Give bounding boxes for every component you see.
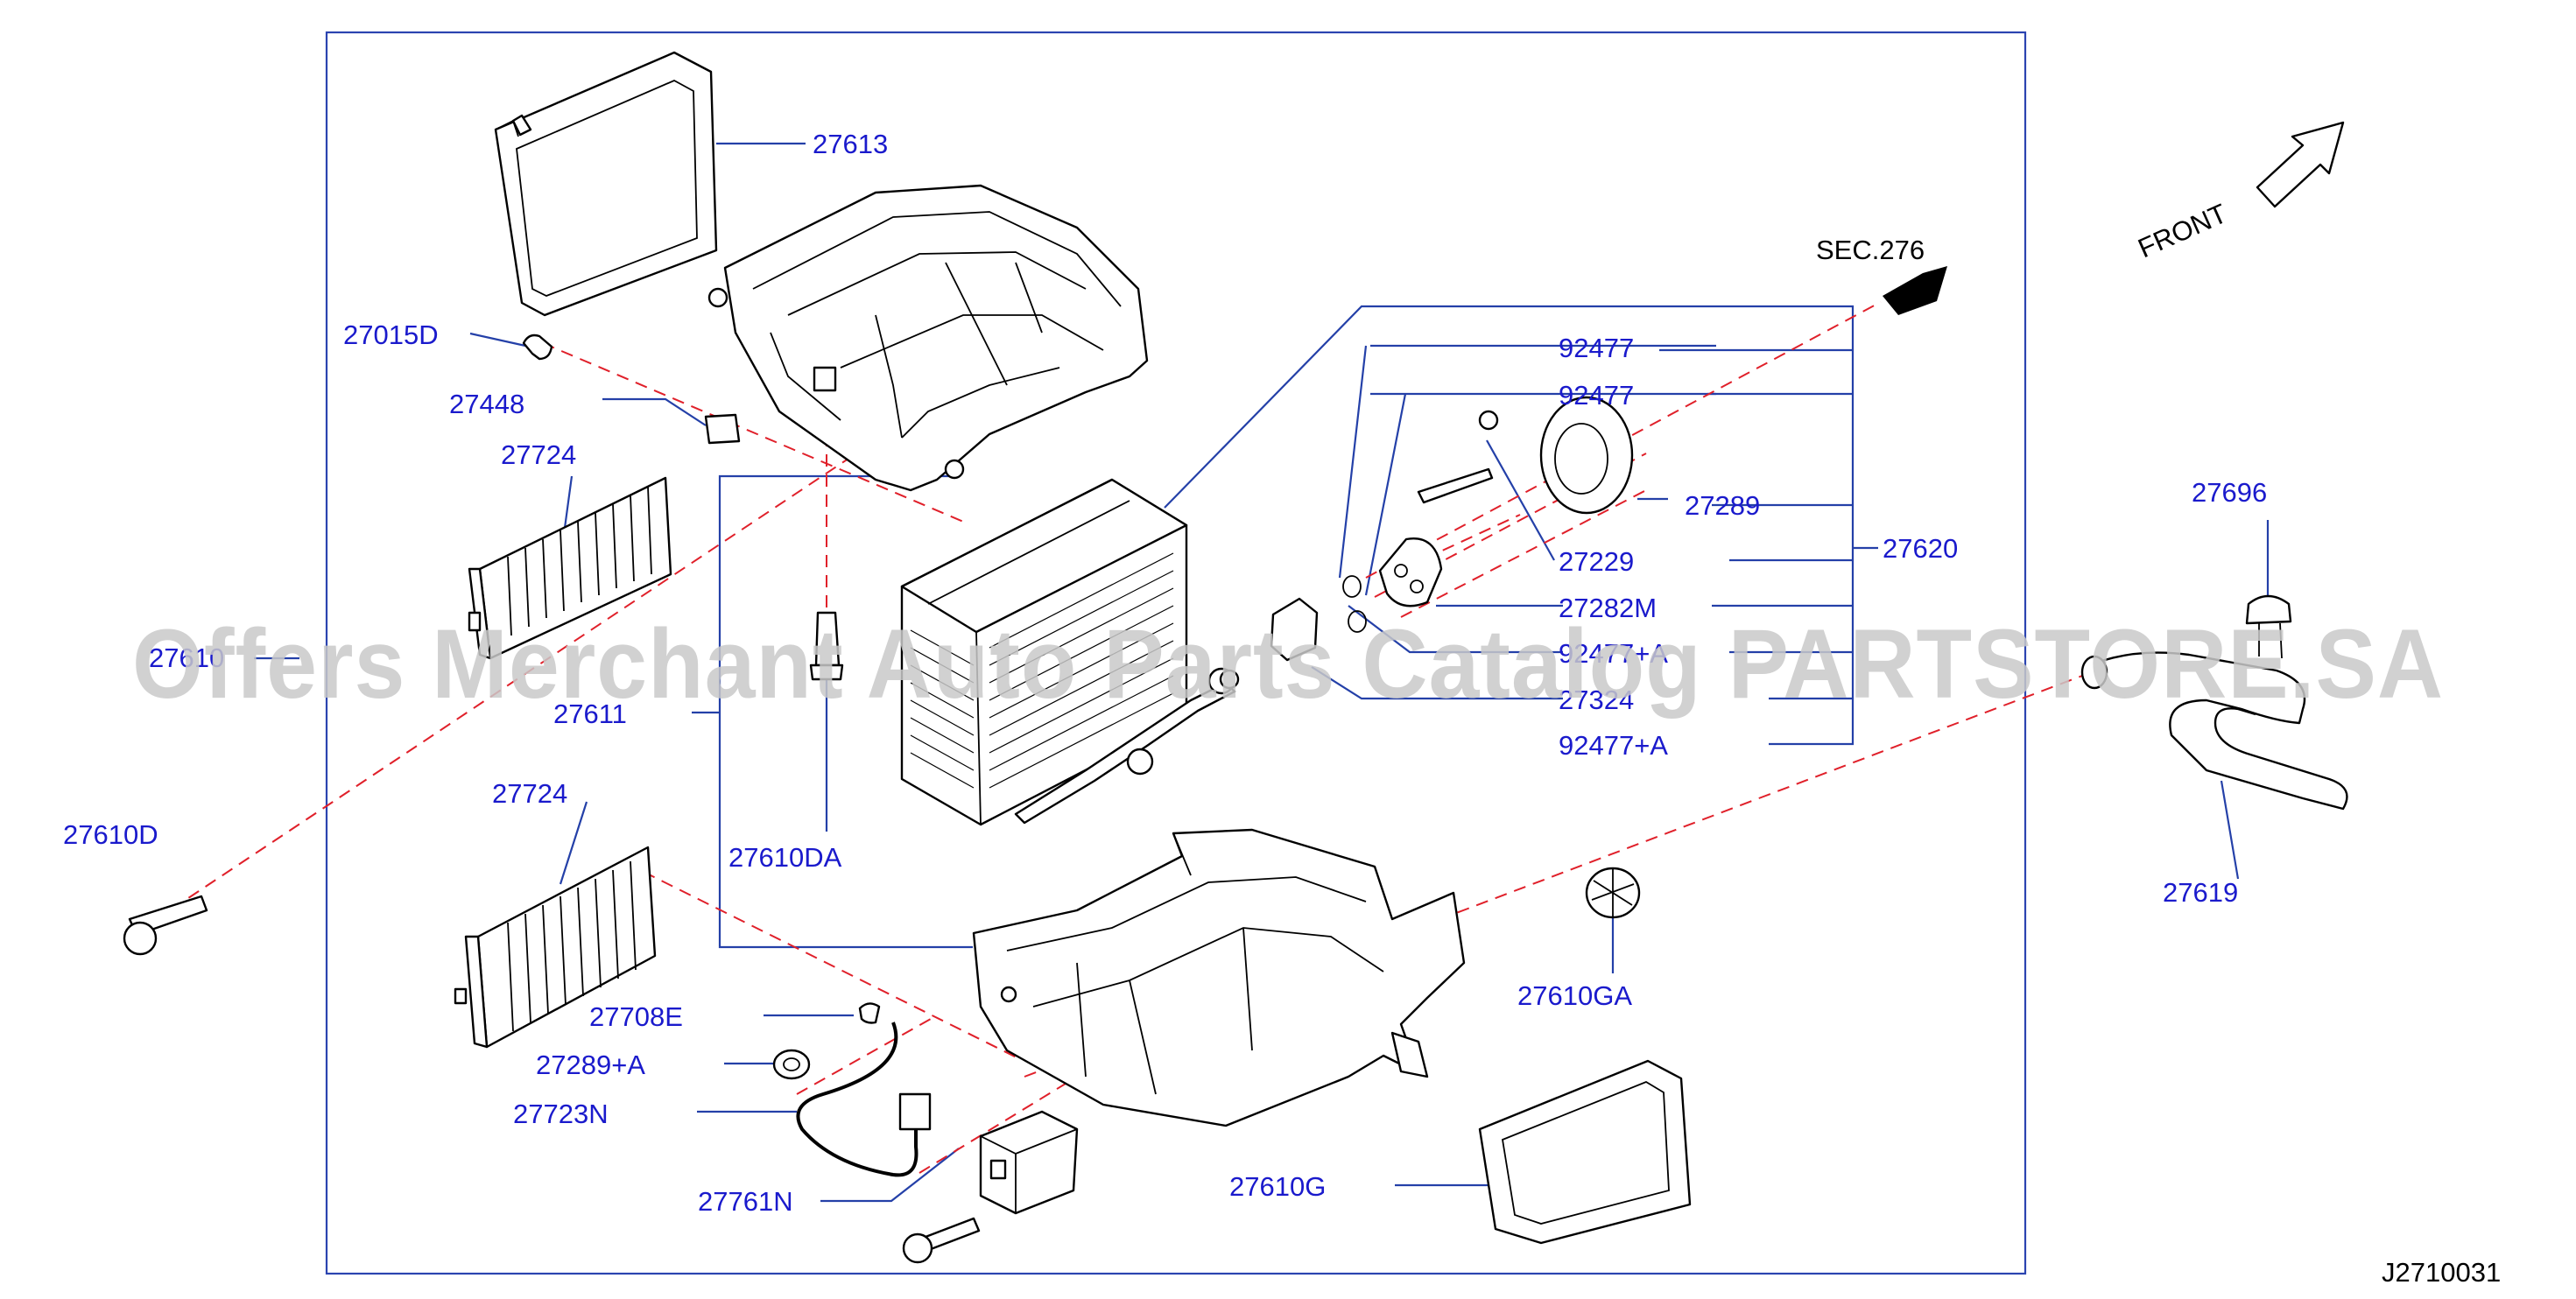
callout-27611: 27611 — [553, 699, 627, 729]
diagram-frame — [325, 31, 2027, 1275]
callout-labels: 27613 27015D 27448 27724 27610 27611 276… — [63, 129, 2267, 1217]
part-27761N-resistor — [979, 1110, 1079, 1215]
part-27708E-clip — [858, 1002, 881, 1024]
callout-27610: 27610 — [149, 642, 224, 673]
callout-92477-a: 92477 — [1559, 333, 1634, 363]
callout-27289: 27289 — [1685, 490, 1760, 521]
callout-27613: 27613 — [813, 129, 888, 159]
callout-92477-b: 92477 — [1559, 380, 1634, 411]
part-27696-clamp — [2245, 594, 2292, 659]
callout-27708E: 27708E — [589, 1001, 683, 1032]
part-bottom-screw — [902, 1217, 981, 1264]
watermark-text: Offers Merchant Auto Parts Catalog PARTS… — [132, 609, 2444, 719]
part-27723N-harness — [796, 1022, 932, 1177]
callout-27610G: 27610G — [1229, 1171, 1326, 1202]
sec-arrow-icon — [1883, 266, 1947, 315]
callout-27610DA: 27610DA — [728, 842, 842, 873]
part-27610GA-grommet — [1585, 867, 1641, 919]
part-27619-hose — [2080, 651, 2348, 811]
front-arrow-icon — [2256, 121, 2345, 208]
callout-92477A-a: 92477+A — [1559, 638, 1668, 669]
callout-27724-bottom: 27724 — [492, 778, 567, 809]
part-27613-frame — [494, 51, 718, 317]
part-27015D-clip — [522, 334, 553, 361]
part-27610G-frame — [1478, 1059, 1692, 1245]
part-27724-filter-bottom — [454, 846, 657, 1049]
diagram-code: J2710031 — [2382, 1257, 2501, 1288]
front-label: FRONT — [2134, 198, 2232, 263]
part-upper-housing — [707, 184, 1149, 492]
callout-27696: 27696 — [2192, 477, 2267, 508]
part-27611-evaporator — [900, 478, 1236, 826]
part-27724-filter-top — [468, 476, 672, 660]
callout-27289A: 27289+A — [536, 1050, 645, 1080]
callout-27324: 27324 — [1559, 685, 1634, 715]
part-lower-case — [972, 828, 1466, 1127]
part-27610D-screw — [123, 895, 208, 956]
callout-27610GA: 27610GA — [1517, 980, 1632, 1011]
part-27448-pad — [704, 413, 741, 445]
callout-27723N: 27723N — [513, 1099, 609, 1129]
section-reference[interactable]: SEC.276 — [1816, 235, 1925, 265]
callout-27610D: 27610D — [63, 819, 158, 850]
callout-27015D: 27015D — [343, 319, 439, 350]
callout-27229: 27229 — [1559, 546, 1634, 577]
part-27610DA-bolt — [809, 611, 844, 681]
callout-27761N: 27761N — [698, 1186, 793, 1217]
callout-27282M: 27282M — [1559, 593, 1657, 623]
callout-27620: 27620 — [1883, 533, 1958, 564]
callout-27619: 27619 — [2163, 877, 2238, 908]
part-27620-expansion-valve — [1219, 396, 1634, 690]
callout-92477A-b: 92477+A — [1559, 730, 1668, 761]
callout-27448: 27448 — [449, 389, 524, 419]
part-27289A-grommet — [772, 1049, 811, 1080]
callout-27724-top: 27724 — [501, 439, 576, 470]
